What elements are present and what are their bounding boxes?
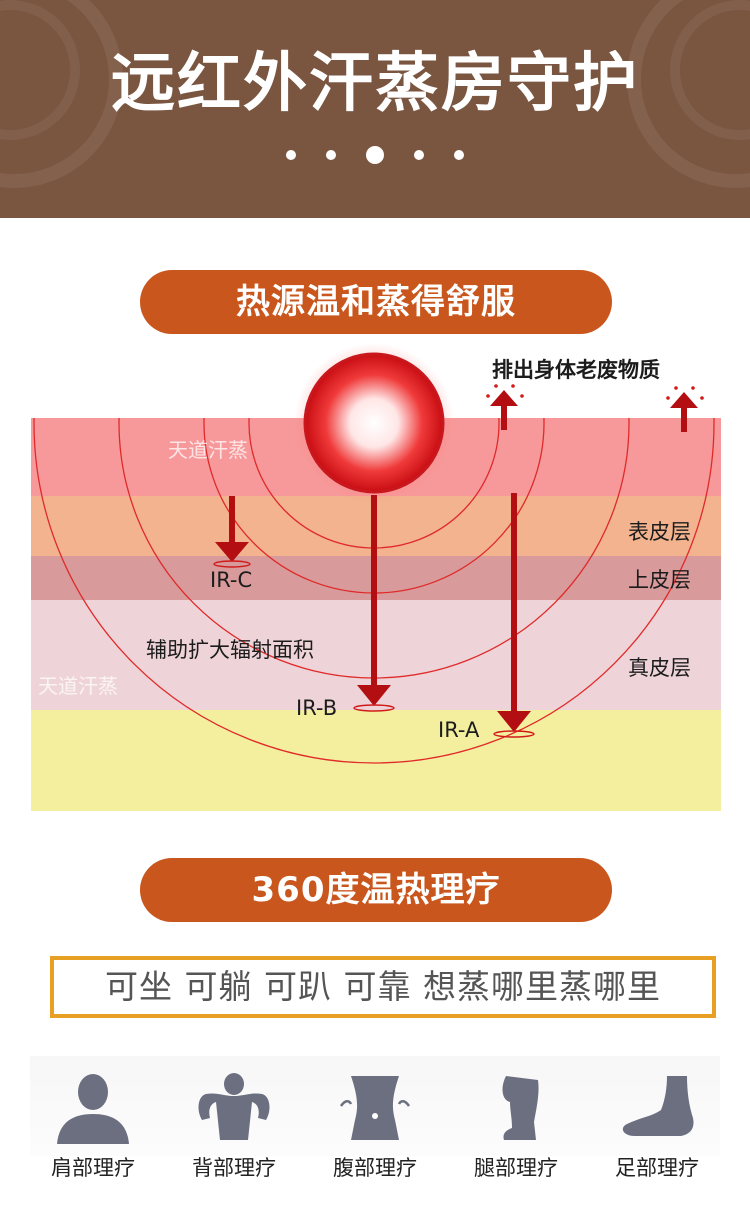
header-banner: 远红外汗蒸房守护	[0, 0, 750, 218]
shoulder-icon	[57, 1074, 129, 1144]
therapy-item-shoulder: 肩部理疗	[30, 1066, 156, 1211]
therapy-item-leg: 腿部理疗	[453, 1066, 579, 1211]
dot-active	[366, 146, 384, 164]
sparkle	[700, 396, 704, 400]
dot	[414, 150, 424, 160]
therapy-item-abdomen: 腹部理疗	[312, 1066, 438, 1211]
ray-label-ir-a: IR-A	[438, 718, 480, 742]
therapy-label: 肩部理疗	[51, 1156, 135, 1180]
therapy-label: 足部理疗	[615, 1156, 699, 1180]
radiation-ring	[33, 418, 715, 764]
section-heading-360-therapy: 360度温热理疗	[140, 858, 612, 922]
dot	[286, 150, 296, 160]
sparkle	[666, 396, 670, 400]
therapy-label: 腿部理疗	[474, 1156, 558, 1180]
dot	[326, 150, 336, 160]
therapy-icon-row: 肩部理疗 背部理疗 腹部理疗 腿部理疗 足部理疗	[30, 1066, 720, 1211]
sparkle	[511, 384, 515, 388]
arrow-ir-b-shaft	[371, 495, 377, 687]
therapy-label: 背部理疗	[192, 1156, 276, 1180]
layer-fat	[31, 710, 721, 811]
sparkle	[494, 384, 498, 388]
target-ellipse-ir-a	[493, 730, 535, 738]
sparkle-dots	[486, 384, 704, 400]
layer-label-epidermis: 表皮层	[628, 520, 691, 544]
heat-source-icon	[303, 352, 445, 494]
infrared-skin-diagram: 排出身体老废物质 表皮层 上皮层 真皮层 IR-C IR-B IR-A 辅助扩大…	[0, 340, 750, 820]
decorative-dots	[0, 146, 750, 164]
sparkle	[674, 386, 678, 390]
arrow-ir-b-head	[357, 685, 391, 706]
arrow-up-2-head	[670, 392, 698, 408]
slogan-box: 可坐 可躺 可趴 可靠 想蒸哪里蒸哪里	[50, 956, 716, 1018]
arrow-up-1-head	[490, 390, 518, 406]
arrow-up-2-shaft	[681, 406, 687, 432]
foot-icon	[622, 1076, 694, 1136]
arrow-ir-a-shaft	[511, 493, 517, 713]
target-ellipse-ir-c	[213, 560, 251, 568]
arrow-up-1-shaft	[501, 404, 507, 430]
dot	[454, 150, 464, 160]
target-ellipse-ir-b	[353, 704, 395, 712]
arrow-ir-a-head	[497, 711, 531, 732]
ray-label-ir-b: IR-B	[296, 696, 338, 720]
sparkle	[691, 386, 695, 390]
layer-label-dermis: 真皮层	[628, 656, 691, 680]
leg-icon	[502, 1076, 539, 1140]
sparkle	[520, 394, 524, 398]
therapy-label: 腹部理疗	[333, 1156, 417, 1180]
target-ellipses	[213, 560, 535, 738]
annotation-expand-area: 辅助扩大辐射面积	[146, 638, 314, 662]
excretion-note: 排出身体老废物质	[492, 358, 660, 382]
abdomen-icon	[339, 1076, 411, 1140]
therapy-item-foot: 足部理疗	[594, 1066, 720, 1211]
section-heading-heat-source: 热源温和蒸得舒服	[140, 270, 612, 334]
watermark-logo: 天道汗蒸	[38, 674, 118, 698]
watermark-logo: 天道汗蒸	[168, 438, 248, 462]
back-icon	[198, 1073, 270, 1140]
diagram-graphic	[31, 343, 721, 811]
arrow-ir-c-shaft	[229, 496, 235, 544]
therapy-item-back: 背部理疗	[171, 1066, 297, 1211]
layer-label-upper-skin: 上皮层	[628, 568, 691, 592]
infrared-arrows	[215, 390, 698, 732]
arrow-ir-c-head	[215, 542, 249, 562]
ray-label-ir-c: IR-C	[210, 568, 253, 592]
page-title: 远红外汗蒸房守护	[111, 46, 639, 121]
sparkle	[486, 394, 490, 398]
